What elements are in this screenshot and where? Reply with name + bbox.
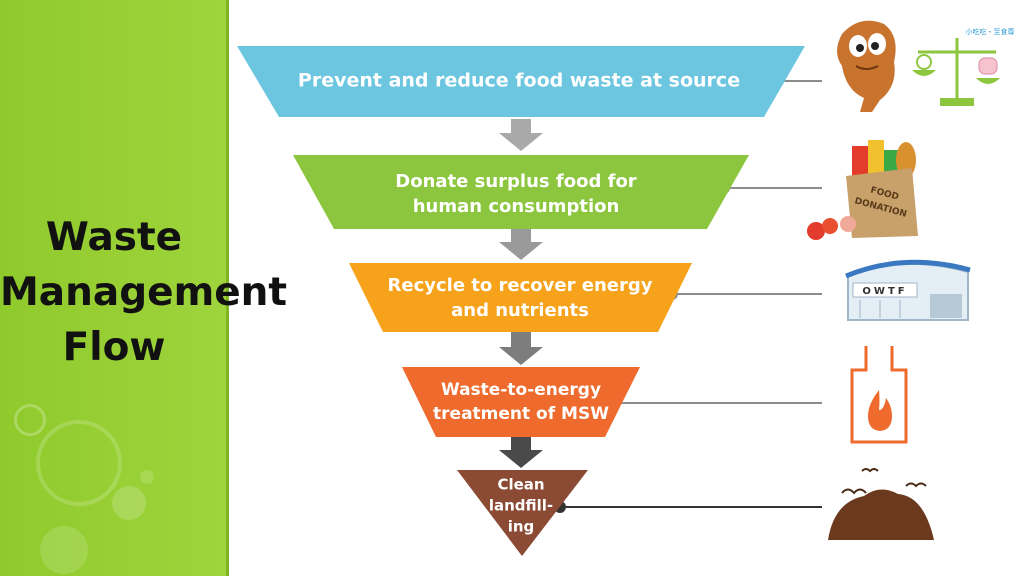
bird-icon	[905, 482, 927, 488]
mascot-mouth	[855, 65, 879, 70]
step-3-label-line-1: Recycle to recover energy	[388, 275, 653, 296]
flame-shape	[868, 390, 892, 431]
step-5-label-line-1: Clean	[497, 476, 544, 494]
building-sign	[852, 282, 918, 298]
soil-mound	[828, 489, 934, 540]
donation-bag	[846, 168, 918, 238]
decorative-circle	[40, 526, 88, 574]
title-line: Flow	[62, 325, 166, 370]
sidebar-panel	[0, 0, 228, 576]
mascot-logo-text: 小吃吃・至食尊	[966, 27, 1015, 36]
mascot-pupil	[856, 44, 864, 52]
down-arrow-icon	[499, 332, 543, 365]
food-item	[884, 150, 898, 176]
incinerator-outline	[850, 346, 908, 444]
step-1-label: Prevent and reduce food waste at source	[298, 70, 740, 92]
step-5-shape	[457, 470, 588, 556]
step-1-shape	[237, 46, 805, 117]
decorative-circle	[140, 470, 154, 484]
step-5-label-line-2: landfill-	[489, 497, 553, 515]
mascot-body	[837, 20, 896, 113]
bird-icon	[861, 468, 879, 473]
waste-prevention-mascot-icon: 小吃吃・至食尊	[837, 20, 1015, 113]
onion	[840, 216, 856, 232]
step-5-label-line-3: ing	[508, 518, 535, 536]
scale-pan	[912, 70, 936, 76]
building-door	[930, 294, 962, 318]
sidebar-divider	[226, 0, 229, 576]
step-4-shape	[402, 367, 640, 437]
building-roof	[845, 259, 971, 279]
building-sign-text: OWTF	[862, 286, 907, 297]
down-arrow-icon	[499, 119, 543, 151]
incinerator-fire-icon	[850, 346, 908, 444]
bird-icon	[841, 488, 867, 495]
step-3-label-line-2: and nutrients	[451, 300, 589, 321]
food-donation-bag-icon: FOOD DONATION	[807, 140, 918, 240]
piggy-character	[978, 57, 998, 75]
decorative-circle	[14, 404, 46, 436]
organic-waste-facility-icon: OWTF	[845, 259, 971, 321]
down-arrow-icon	[499, 437, 543, 468]
down-arrow-icon	[499, 229, 543, 260]
decorative-circle	[36, 420, 122, 506]
step-2-label-line-2: human consumption	[413, 196, 620, 217]
scale-base	[940, 98, 974, 106]
flow-arrows	[499, 119, 543, 468]
landfill-mound-icon	[828, 468, 934, 540]
step-3-shape	[349, 263, 692, 332]
decorative-circle	[112, 486, 146, 520]
title-line: Waste	[45, 215, 183, 260]
food-item	[852, 146, 868, 176]
mascot-pupil	[871, 42, 879, 50]
step-4-label-line-1: Waste-to-energy	[441, 380, 601, 400]
food-item	[868, 140, 884, 176]
tomato	[807, 222, 825, 240]
scale-weight	[916, 54, 932, 70]
step-2-shape	[293, 155, 749, 229]
scale-pan	[976, 78, 1000, 84]
step-4-label-line-2: treatment of MSW	[433, 404, 609, 424]
tomato	[822, 218, 838, 234]
step-2-label-line-1: Donate surplus food for	[395, 171, 637, 192]
